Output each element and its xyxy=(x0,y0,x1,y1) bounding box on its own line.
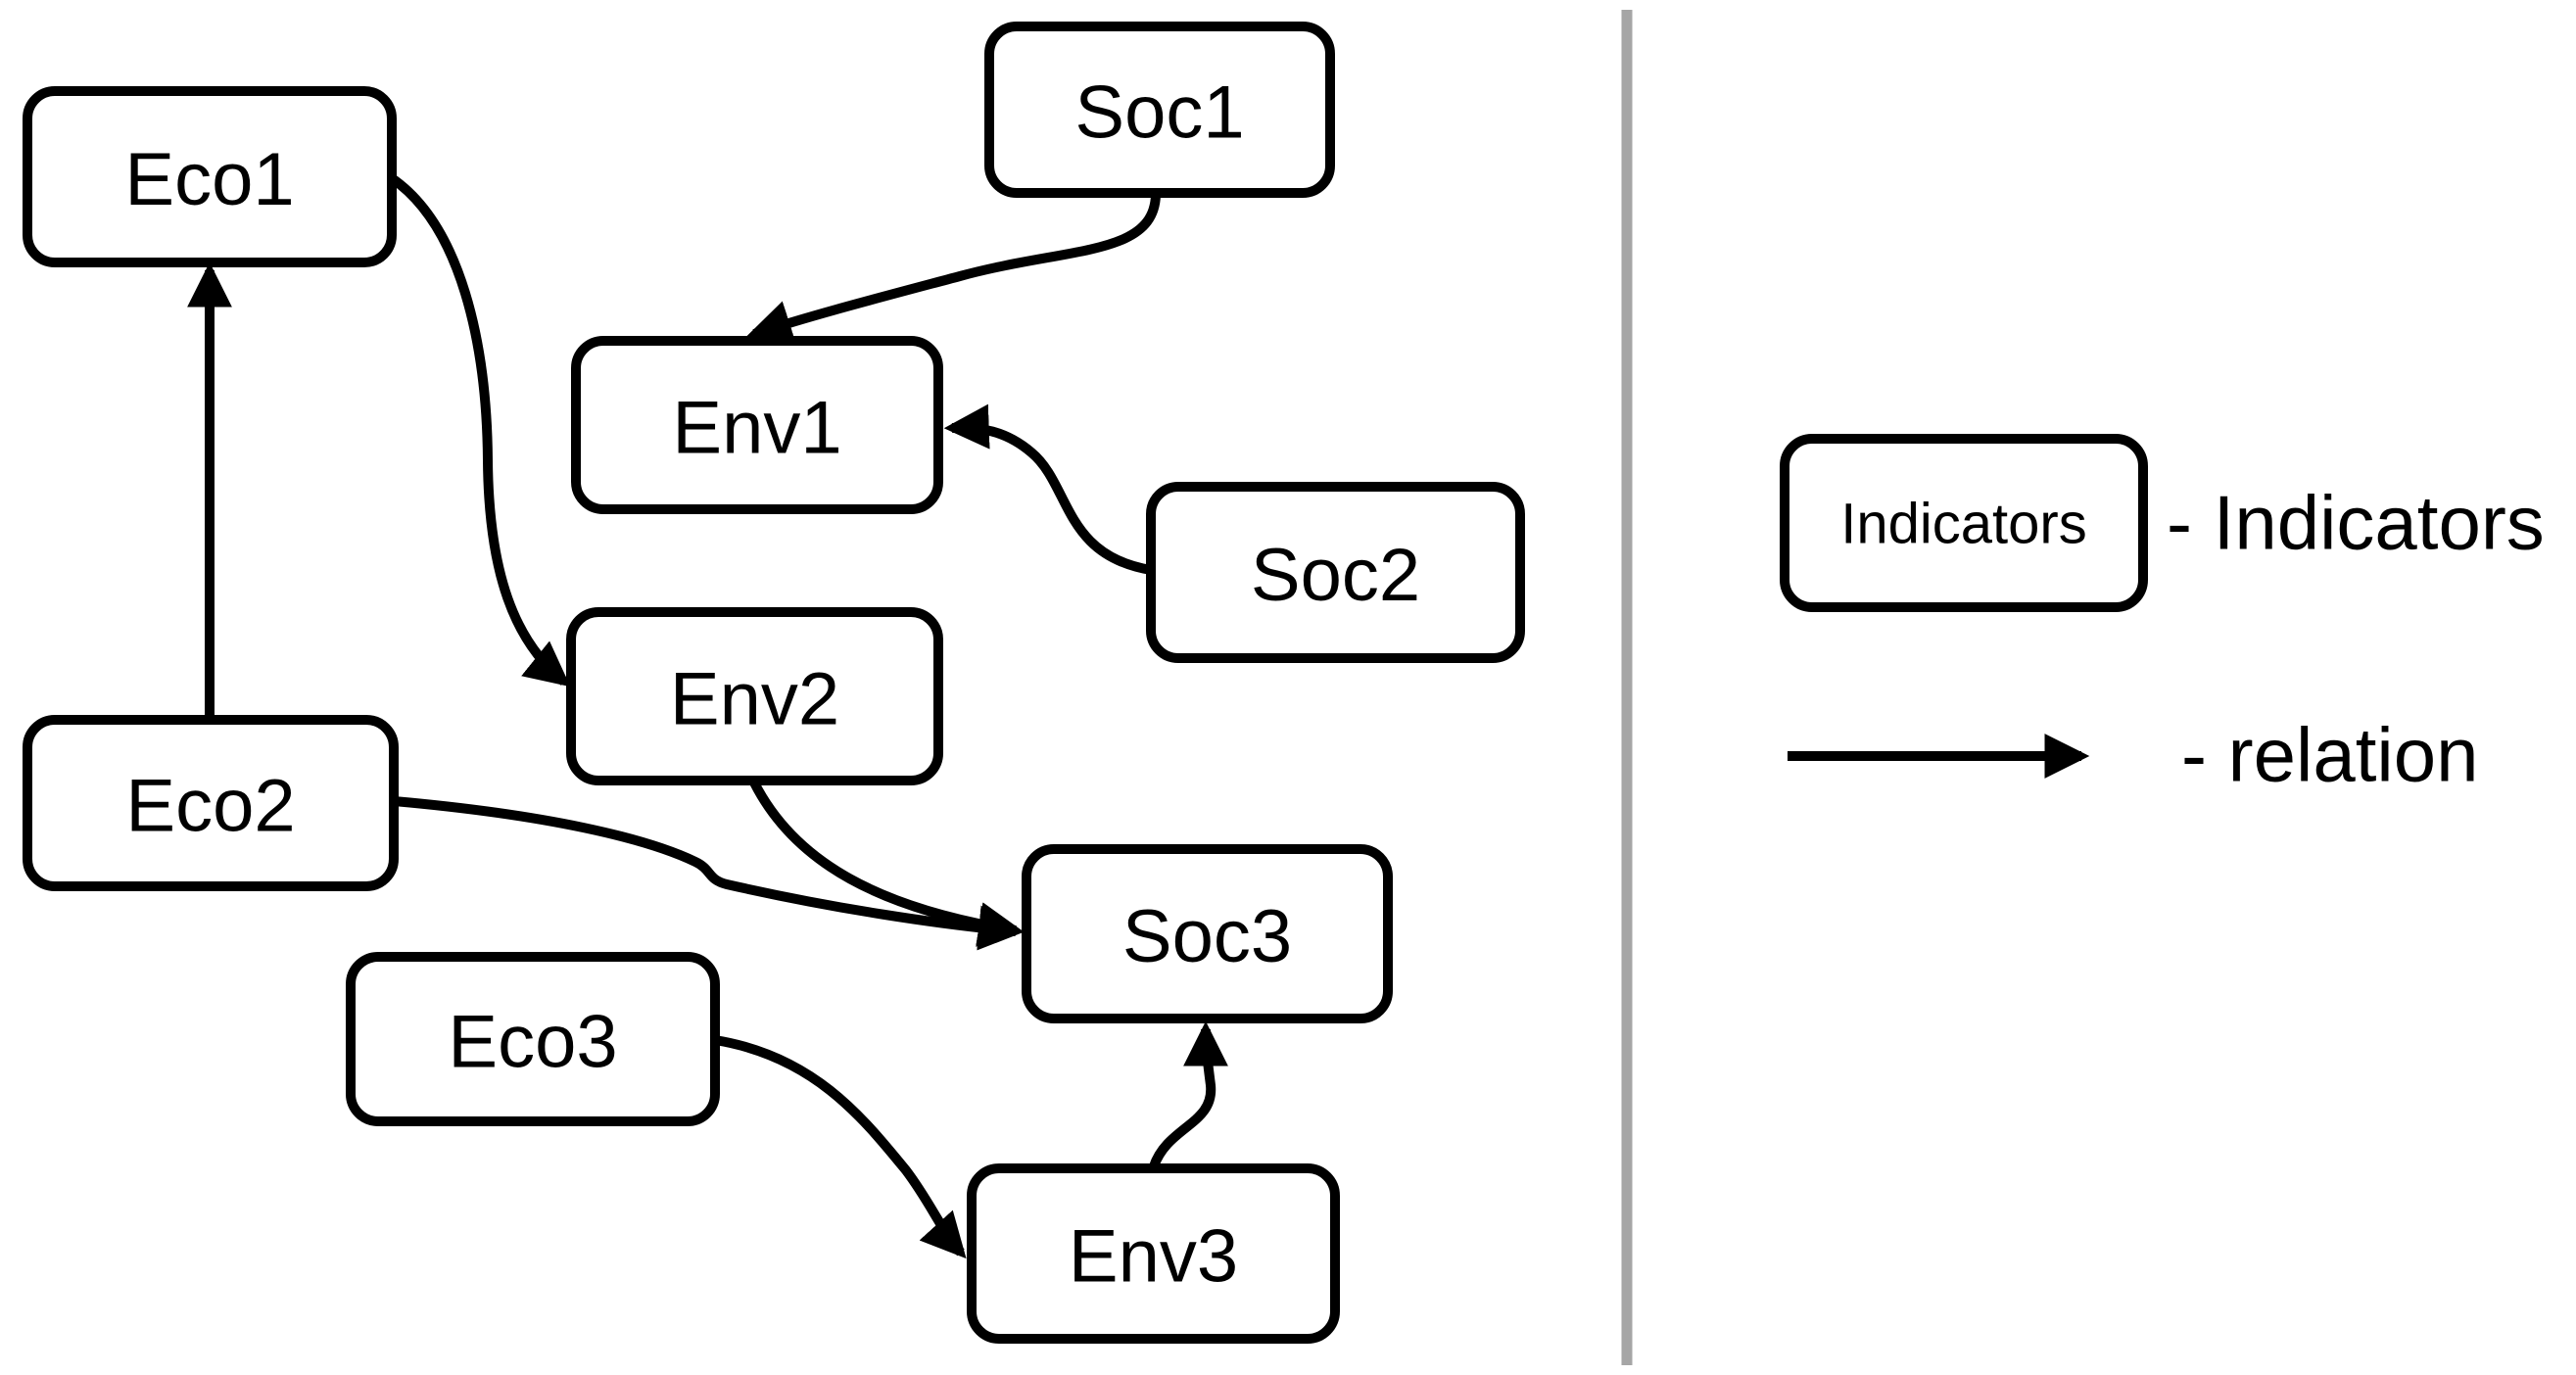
legend-indicator-box-label: Indicators xyxy=(1840,492,2086,555)
node-box-eco1 xyxy=(23,86,397,267)
node-env1: Env1 xyxy=(571,336,943,514)
legend: Indicators - Indicators - relation xyxy=(1780,434,2545,797)
node-eco1: Eco1 xyxy=(23,86,397,267)
relation-arrow-eco1-env2 xyxy=(389,173,571,688)
node-label-env3: Env3 xyxy=(1069,1215,1238,1299)
node-box-eco3 xyxy=(346,952,720,1126)
node-label-soc2: Soc2 xyxy=(1251,534,1420,617)
node-box-env2 xyxy=(566,607,943,785)
node-label-eco3: Eco3 xyxy=(448,1001,617,1084)
legend-indicators-label: - Indicators xyxy=(2167,479,2545,565)
relation-arrow-eco2-soc3 xyxy=(393,796,1025,951)
node-box-soc2 xyxy=(1146,482,1525,663)
node-eco2: Eco2 xyxy=(23,715,399,891)
node-label-eco2: Eco2 xyxy=(125,765,295,848)
relation-arrow-soc2-env1 xyxy=(943,403,1152,575)
node-box-eco2 xyxy=(23,715,399,891)
node-label-soc1: Soc1 xyxy=(1074,71,1244,155)
node-label-env2: Env2 xyxy=(670,658,839,741)
legend-indicator-box xyxy=(1780,434,2148,612)
relation-arrow-soc1-env1 xyxy=(746,194,1161,345)
node-box-soc3 xyxy=(1022,844,1393,1023)
edges-layer xyxy=(187,173,1229,1259)
node-soc1: Soc1 xyxy=(984,22,1335,198)
node-soc3: Soc3 xyxy=(1022,844,1393,1023)
node-soc2: Soc2 xyxy=(1146,482,1525,663)
legend-relation-label: - relation xyxy=(2181,711,2478,797)
relation-arrow-env3-soc3 xyxy=(1149,1020,1229,1168)
node-env3: Env3 xyxy=(967,1163,1340,1344)
node-label-env1: Env1 xyxy=(672,387,841,470)
node-label-soc3: Soc3 xyxy=(1122,895,1292,978)
relation-arrow-env2-soc3 xyxy=(749,780,1025,947)
node-label-eco1: Eco1 xyxy=(124,138,294,221)
node-box-env1 xyxy=(571,336,943,514)
node-box-soc1 xyxy=(984,22,1335,198)
relation-arrow-eco3-env3 xyxy=(714,1035,967,1259)
node-eco3: Eco3 xyxy=(346,952,720,1126)
node-box-env3 xyxy=(967,1163,1340,1344)
node-env2: Env2 xyxy=(566,607,943,785)
